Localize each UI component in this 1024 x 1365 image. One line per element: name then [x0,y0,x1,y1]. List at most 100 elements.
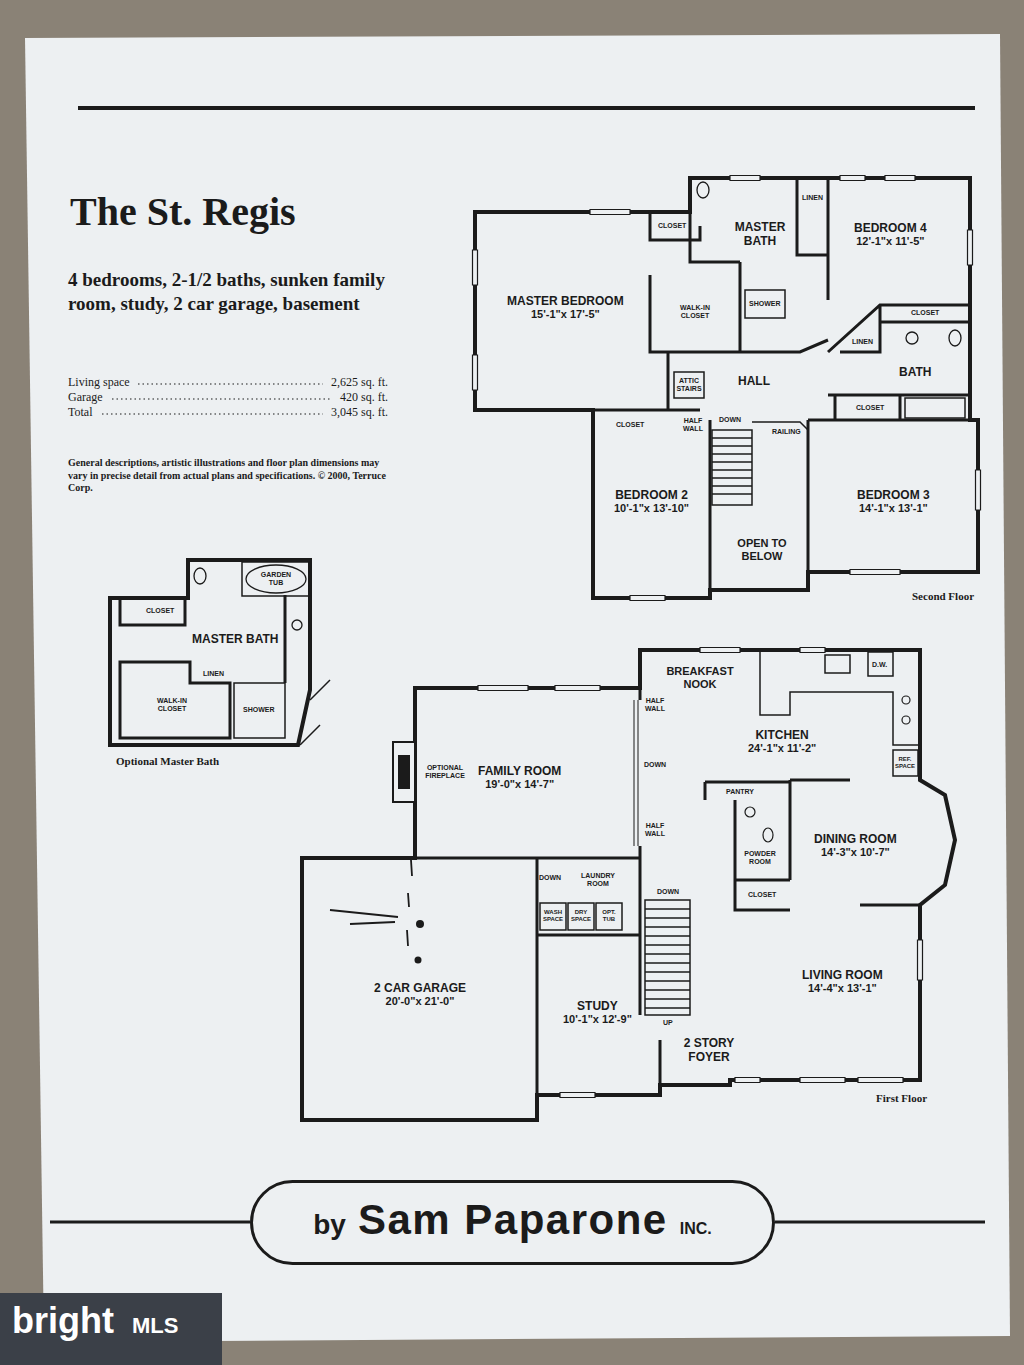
room-name: MASTER BATH [733,220,787,249]
room-dimension: 24'-1"x 11'-2" [748,742,816,755]
toilet-symbol [194,568,206,584]
fixture-label: CLOSET [856,404,884,412]
plan-note: OPEN TO BELOW [737,537,787,562]
fixture-label: CLOSET [748,891,776,899]
room-name: BREAKFAST NOOK [655,665,745,691]
fixture-label: PANTRY [726,788,754,796]
fixture-label: WALK-IN CLOSET [675,304,715,320]
watermark: MLS [132,1313,178,1338]
room-label: BATH [899,365,931,379]
watermark: bright [12,1300,114,1341]
fixture-label: GARDEN TUB [256,571,296,587]
top-rule [78,106,975,110]
room-label: BEDROOM 314'-1"x 13'-1" [857,488,930,516]
interior-wall [120,595,285,738]
dot-leader [102,384,330,414]
interior-wall [593,178,970,590]
room-dimension: 14'-3"x 10'-7" [814,846,897,859]
room-label: DINING ROOM14'-3"x 10'-7" [814,832,897,860]
room-name: STUDY [563,999,632,1013]
fixture-label: ATTIC STAIRS [675,377,703,393]
fixture-label: UP [663,1019,673,1027]
fixture-label: CLOSET [146,607,174,615]
room-name: KITCHEN [748,728,816,742]
plan-note: Optional Master Bath [116,755,219,769]
room-dimension: 15'-1"x 17'-5" [507,308,624,321]
fireplace-outline [393,742,415,802]
room-dimension: 14'-4"x 13'-1" [802,982,883,995]
fixture-label: LINEN [802,194,823,202]
fixture-label: HALF WALL [643,822,667,838]
plan-note: General descriptions, artistic illustrat… [68,457,386,495]
fixture-label: WALK-IN CLOSET [152,697,192,713]
plan-note: 2,625 sq. ft. [331,375,388,390]
room-dimension: 10'-1"x 12'-9" [563,1013,632,1026]
room-label: BREAKFAST NOOK [655,665,745,691]
plan-note: Living space [68,375,130,390]
interior-wall [415,688,920,1095]
plan-note: First Floor [876,1092,927,1106]
fixture-label: SHOWER [243,706,275,714]
room-label: LIVING ROOM14'-4"x 13'-1" [802,968,883,996]
room-label: KITCHEN24'-1"x 11'-2" [748,728,816,756]
toilet-symbol [697,182,709,198]
outer-wall [110,560,310,745]
plan-note: MASTER BATH [192,633,278,647]
toilet-symbol [763,828,773,842]
room-name: 2 CAR GARAGE [374,981,466,995]
fixture-label: D.W. [872,661,887,669]
room-label: STUDY10'-1"x 12'-9" [563,999,632,1027]
fixture-label: DRY SPACE [569,909,593,923]
room-dimension: 20'-0"x 21'-0" [374,995,466,1008]
paper-sheet [25,34,1010,1342]
fixture-label: LINEN [203,670,224,678]
room-name: 2 STORY FOYER [679,1036,739,1065]
plan-title: The St. Regis [70,188,296,235]
plan-note: Garage [68,390,103,405]
fixture-label: HALF WALL [682,417,704,433]
outer-wall [475,178,978,598]
room-name: HALL [738,374,770,388]
window [473,176,981,601]
room-label: BEDROOM 412'-1"x 11'-5" [854,221,927,249]
room-name: BEDROOM 3 [857,488,930,502]
room-label: MASTER BATH [733,220,787,249]
room-name: BEDROOM 4 [854,221,927,235]
room-dimension: 14'-1"x 13'-1" [857,502,930,515]
room-dimension: 10'-1"x 13'-10" [614,502,689,515]
window [478,648,923,1098]
plan-note: Second Floor [912,590,974,604]
room-label: 2 CAR GARAGE20'-0"x 21'-0" [374,981,466,1009]
room-label: HALL [738,374,770,388]
builder-oval: bySam PaparoneINC. [250,1180,775,1265]
fixture-label: REF. SPACE [893,756,917,770]
room-label: 2 STORY FOYER [679,1036,739,1065]
sink-symbol [292,620,302,630]
fireplace-hearth [398,755,410,789]
sink-symbol [745,807,755,817]
builder-name: by [313,1210,346,1241]
room-name: FAMILY ROOM [478,764,561,778]
room-name: BATH [899,365,931,379]
room-name: BEDROOM 2 [614,488,689,502]
room-dimension: 12'-1"x 11'-5" [854,235,927,248]
room-name: LIVING ROOM [802,968,883,982]
fixture-label: DOWN [644,761,666,769]
room-name: DINING ROOM [814,832,897,846]
builder-name: Sam Paparone [358,1197,668,1243]
fixture-label: OPTIONAL FIREPLACE [420,764,470,780]
fixture-outline [234,562,330,745]
pen-mark [416,920,424,928]
fixture-label: SHOWER [749,300,781,308]
plan-note: 420 sq. ft. [340,390,388,405]
range-burner [902,716,910,724]
half-wall [634,700,638,846]
plan-note: 3,045 sq. ft. [331,405,388,420]
fixture-label: DOWN [539,874,561,882]
pen-mark [415,957,422,964]
fixture-label: DOWN [719,416,741,424]
fixture-label: HALF WALL [643,697,667,713]
room-name: MASTER BEDROOM [507,294,624,308]
